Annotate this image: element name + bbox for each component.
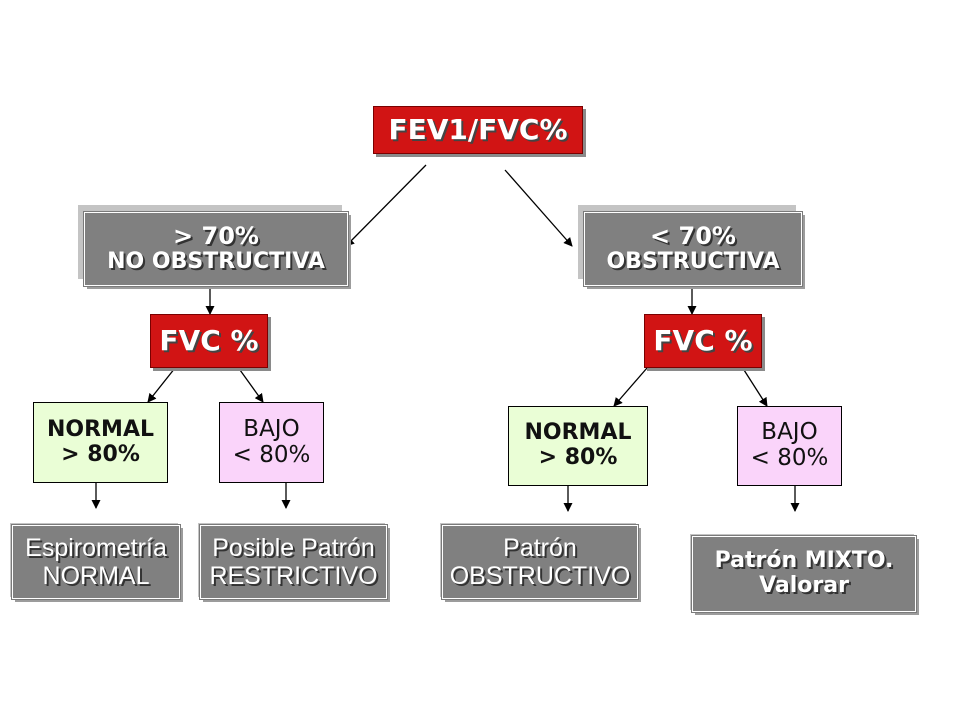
left-branch-line2: NO OBSTRUCTIVA	[107, 249, 325, 275]
left-normal-line2: > 80%	[61, 441, 140, 467]
left-fvc-node: FVC %	[150, 314, 268, 368]
right-fvc-node: FVC %	[644, 314, 762, 368]
arrow-left-fvc-to-bajo	[239, 369, 264, 403]
left-result-bajo-line2: RESTRICTIVO	[209, 562, 378, 590]
right-bajo-node: BAJO < 80%	[737, 406, 842, 486]
left-result-normal-line2: NORMAL	[42, 562, 150, 590]
right-result-bajo-line2: Valorar	[759, 573, 849, 598]
right-branch-line2: OBSTRUCTIVA	[606, 249, 780, 275]
left-fvc-label: FVC %	[159, 324, 259, 358]
arrow-root-to-left	[345, 164, 427, 247]
left-normal-line1: NORMAL	[47, 416, 154, 442]
left-bajo-line1: BAJO	[243, 415, 300, 442]
left-branch-line1: > 70%	[173, 222, 259, 251]
left-result-normal-line1: Espirometría	[25, 534, 167, 562]
root-label: FEV1/FVC%	[388, 113, 568, 147]
left-normal-node: NORMAL > 80%	[33, 402, 168, 483]
right-branch-node: < 70% OBSTRUCTIVA	[583, 211, 803, 287]
arrow-right-fvc-to-normal	[613, 367, 648, 407]
left-bajo-line2: < 80%	[232, 441, 311, 468]
right-result-bajo-line1: Patrón MIXTO.	[714, 548, 894, 574]
left-result-normal-node: Espirometría NORMAL	[11, 524, 181, 600]
root-node-fev1-fvc: FEV1/FVC%	[373, 106, 583, 154]
right-fvc-label: FVC %	[653, 324, 753, 358]
arrow-right-fvc-to-bajo	[743, 369, 768, 407]
left-branch-node: > 70% NO OBSTRUCTIVA	[83, 211, 349, 287]
right-result-normal-node: Patrón OBSTRUCTIVO	[441, 524, 639, 600]
left-result-bajo-line1: Posible Patrón	[212, 534, 375, 562]
right-bajo-line2: < 80%	[750, 445, 829, 471]
right-bajo-line1: BAJO	[761, 419, 818, 446]
left-bajo-node: BAJO < 80%	[219, 402, 324, 483]
right-normal-line2: > 80%	[538, 445, 618, 470]
left-result-bajo-node: Posible Patrón RESTRICTIVO	[199, 524, 388, 600]
right-normal-node: NORMAL > 80%	[508, 406, 648, 486]
right-result-normal-line2: OBSTRUCTIVO	[449, 562, 631, 590]
arrow-root-to-right	[504, 169, 573, 247]
right-result-normal-line1: Patrón	[503, 534, 577, 562]
right-branch-line1: < 70%	[650, 222, 736, 251]
right-result-bajo-node: Patrón MIXTO. Valorar	[691, 535, 917, 613]
right-normal-line1: NORMAL	[524, 420, 632, 446]
arrow-left-fvc-to-normal	[147, 367, 176, 403]
